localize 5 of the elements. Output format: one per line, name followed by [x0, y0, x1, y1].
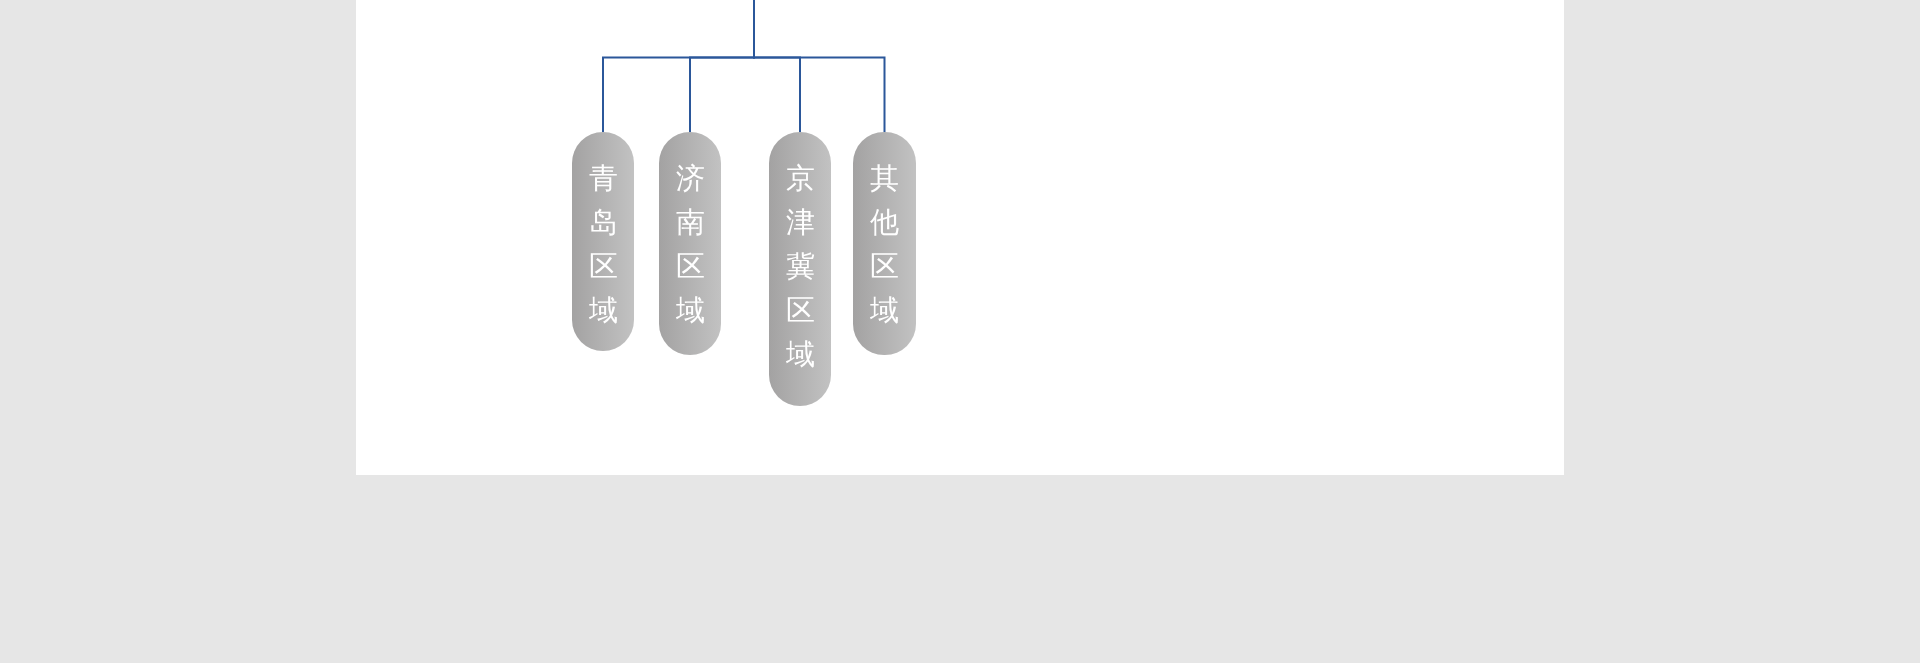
- region-pill: 青岛区域: [572, 132, 634, 351]
- region-pill: 其他区域: [853, 132, 916, 355]
- region-pill: 济南区域: [659, 132, 721, 355]
- region-pill: 京津冀区域: [769, 132, 831, 406]
- connector-line: [753, 0, 886, 133]
